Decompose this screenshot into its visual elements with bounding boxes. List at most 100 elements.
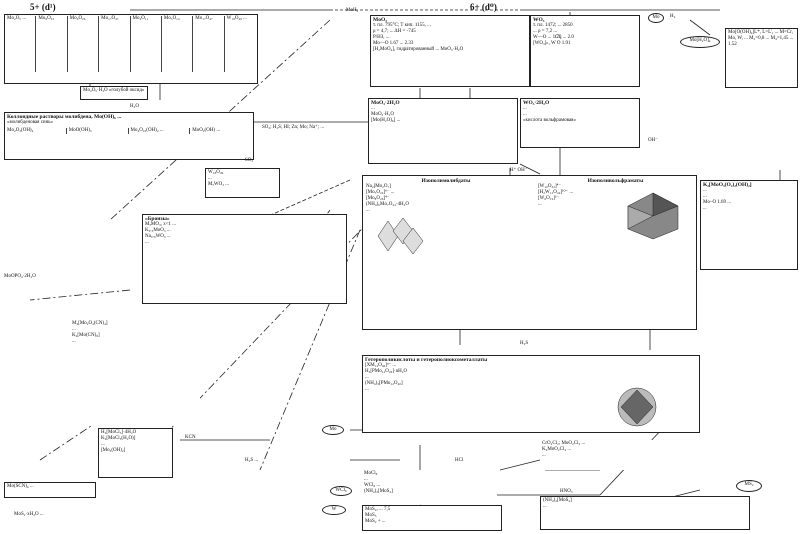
- oxychloride-line: CrO₂Cl₂; MoO₂Cl₂ ...: [542, 441, 586, 446]
- moo3-title: MoO₃: [373, 17, 387, 23]
- mo-oh-complex-box: Mo[O(OH)₄]L*, L=L', ... M=Cr, Mo, W, ...…: [725, 28, 798, 88]
- wo3-line: [WO₃]ₙ, W O 1.91: [533, 41, 571, 46]
- bronze-line: ...: [145, 240, 149, 245]
- oxide-item: Mo₄O₁₁: [133, 16, 162, 72]
- isopoly-w-line: [H₂W₁₂O₄₂]¹⁰⁻ ...: [538, 190, 574, 195]
- wox-line: ...: [208, 176, 212, 181]
- wo3-line: W—O ... 1.70 ... 2.0: [533, 35, 574, 40]
- heteropoly-structure-icon: [617, 387, 657, 427]
- wo3-hydrate-line: ...: [523, 112, 527, 117]
- cyano-line: M₂[Mo₂O₄(CN)₄]: [72, 321, 108, 326]
- oxide-item: Mo₈O₂₃: [38, 16, 68, 72]
- bronzes-title: «Бронзы»: [145, 216, 170, 222]
- thio-group: MoCl₆ ... WCl₆ ... (NH₄)₂[MoS₄]: [362, 470, 497, 504]
- isopoly-mo-line: ...: [366, 208, 370, 213]
- mo-phosphate-label: MoOPO₄·2H₂O: [4, 274, 36, 279]
- peroxo-line: ...: [703, 206, 707, 211]
- isopoly-w-line: [W₁₀O₃₂]⁴⁻: [538, 184, 562, 189]
- peroxo-line: ...: [703, 188, 707, 193]
- isopoly-mo-title: Изополимолибдаты: [421, 178, 471, 184]
- blue-item: MoO₂(OH) ...: [192, 128, 221, 133]
- isopoly-w-line: ...: [538, 202, 542, 207]
- molybdenum-blue-box: Коллоидные растворы молибдена, Mo(OH)₆ .…: [4, 112, 254, 160]
- moo3-line: Мо—О 1.67 ... 2.33: [373, 41, 414, 46]
- mo-h2o-circle: Mo[H₂O]₄: [680, 36, 720, 48]
- wo3-hydrate-title: WO₃·2H₂O: [523, 100, 550, 106]
- blue-item: MoO(OH)₃: [69, 128, 129, 134]
- peroxo-line: ...: [703, 194, 707, 199]
- chloro-complex-box: H₂[MoCl₅]·4H₂O K₂[MoCl₅(H₂O)] ... [Mo₂(O…: [98, 428, 173, 478]
- arrow-label-moh2: MoH₂: [346, 8, 359, 13]
- isopoly-mo-line: [Mo₇O₂₄]⁶⁻ ...: [366, 190, 395, 195]
- cyano-line: ...: [72, 327, 76, 332]
- wo3-title: WO₃: [533, 17, 545, 23]
- cyano-complex-group: M₂[Mo₂O₄(CN)₄] ... K₄[Mo(CN)₈] ...: [70, 320, 200, 425]
- heteropoly-title: Гетерополикислоты и гетерополиоксометалл…: [365, 357, 488, 363]
- moo3-hydrate-box: MoO₃·2H₂O ... MoO₃·H₂O [Mo(H₂O)₆] ...: [368, 98, 518, 164]
- moo3-hydrate-title: MoO₃·2H₂O: [371, 100, 400, 106]
- sulfide-line: MoS₂, ... 7,5: [365, 507, 391, 512]
- sulfide-line: MoS₂ + ...: [365, 519, 386, 524]
- moo3-line: т. пл. 795°C; T кип. 1155, ...: [373, 23, 431, 28]
- thiocyanate-box: Mo(SCN)₆ ...: [4, 482, 96, 498]
- oxychloride-line: ...: [542, 453, 546, 458]
- heteropoly-box: Гетерополикислоты и гетерополиоксометалл…: [362, 355, 700, 433]
- molybdenum-blue-title: Коллоидные растворы молибдена, Mo(OH)₆ .…: [7, 114, 122, 120]
- isopoly-w-title: Изополивольфраматы: [587, 178, 644, 184]
- bronzes-box: «Бронзы» MₓMO₃, x<1 ... K₀.₃MoO₃ ... Na₀…: [142, 214, 347, 304]
- thio-line: WCl₆ ...: [364, 483, 381, 488]
- wox-line: MₓWO₃ ...: [208, 182, 229, 187]
- isopoly-mo-line: [Mo₈O₂₆]⁴⁻: [366, 196, 390, 201]
- thiomolybdate-line: ...: [543, 504, 547, 509]
- oxide-item: Mo₅O₁₄: [164, 16, 194, 72]
- oxide-item: Mo₁₇O₄₇: [101, 16, 131, 72]
- moo3-hydrate-line: ...: [371, 106, 375, 111]
- chloro-line: [Mo₂(OH)₂]: [101, 448, 126, 453]
- chloro-line: H₂[MoCl₅]·4H₂O: [101, 430, 137, 435]
- wo3-hydrate-line: «кислота вольфрамовая»: [523, 118, 576, 123]
- peroxo-title: K₂[MoO₃(O₂)₂(OH)₂]: [703, 182, 752, 188]
- isopoly-mo-section: Изополимолибдаты Na₂[Mo₂O₇] [Mo₇O₂₄]⁶⁻ .…: [366, 178, 526, 214]
- bronze-line: K₀.₃MoO₃ ...: [145, 228, 171, 233]
- moo3-line: ρ = 4,7; ... ΔH = -745: [373, 29, 416, 34]
- cyano-line: K₄[Mo(CN)₈]: [72, 333, 100, 338]
- cyano-line: ...: [72, 339, 76, 344]
- thiomolybdate-line: (NH₄)₂[MoS₄]: [543, 498, 572, 503]
- arrow-label-h2o: H₂O: [130, 104, 139, 109]
- oxide-item: Mo₉O₂₆: [70, 16, 100, 72]
- arrow-label-oh: OH⁻: [648, 138, 658, 143]
- tungsten-oxide-small-box: W₁₈O₄₉ ... MₓWO₃ ...: [205, 168, 280, 198]
- mo-circle: Mo: [648, 13, 664, 23]
- chloro-line: ...: [101, 442, 105, 447]
- oxychloride-line: K₂MoO₂Cl₄ ...: [542, 447, 572, 452]
- sulfide-box: MoS₂, ... 7,5 MoS₃ MoS₂ + ...: [362, 505, 502, 531]
- heteropoly-line: [XM₁₂O₄₀]ⁿ⁻ ...: [365, 363, 397, 368]
- h2-label: H₂: [670, 14, 676, 19]
- wox-line: W₁₈O₄₉: [208, 170, 224, 175]
- arrow-label-cl2: Cl₂: [555, 35, 562, 40]
- moo3-box: MoO₃ т. пл. 795°C; T кип. 1155, ... ρ = …: [370, 15, 530, 87]
- blue-oxide-box: Mo₂O₅·H₂O «голубой оксид»: [80, 86, 148, 100]
- moo3-line: Р/НЗ, ...: [373, 35, 390, 40]
- polyhedra-structure-icon: [377, 217, 424, 255]
- blue-item: Mo₄O₁₀(OH)₂ ...: [131, 128, 191, 134]
- sulfide-line: MoS₃: [365, 513, 377, 518]
- moo3-hydrate-line: MoO₃·H₂O: [371, 112, 394, 117]
- oxidation-header-left: 5+ (d¹): [30, 2, 56, 12]
- bronze-line: MₓMO₃, x<1 ...: [145, 222, 177, 227]
- arrow-label-so2: SO₂: [245, 158, 254, 163]
- mo-ms2-circle: MS₂: [736, 480, 762, 492]
- oxidation-header-right: 6+ (d⁰): [470, 2, 497, 12]
- keggin-structure-icon: [627, 192, 679, 240]
- arrow-label-h-oh: H⁺ OH⁻: [510, 168, 528, 173]
- heteropoly-line: (NH₄)₃[PMo₁₂O₄₀]: [365, 381, 403, 386]
- heteropoly-line: ...: [365, 375, 369, 380]
- arrow-label-h2s: H₂S: [520, 341, 529, 346]
- wo3-hydrate-box: WO₃·2H₂O ... ... «кислота вольфрамовая»: [520, 98, 640, 148]
- kcn-label: KCN: [185, 435, 196, 440]
- peroxo-line: Mo–O 1.69 ...: [703, 200, 732, 205]
- thio-line: (NH₄)₂[MoS₄]: [364, 489, 393, 494]
- isopoly-w-line: [W₆O₁₉]²⁻: [538, 196, 560, 201]
- moo3-hydrate-line: [Mo(H₂O)₆] ...: [371, 118, 401, 123]
